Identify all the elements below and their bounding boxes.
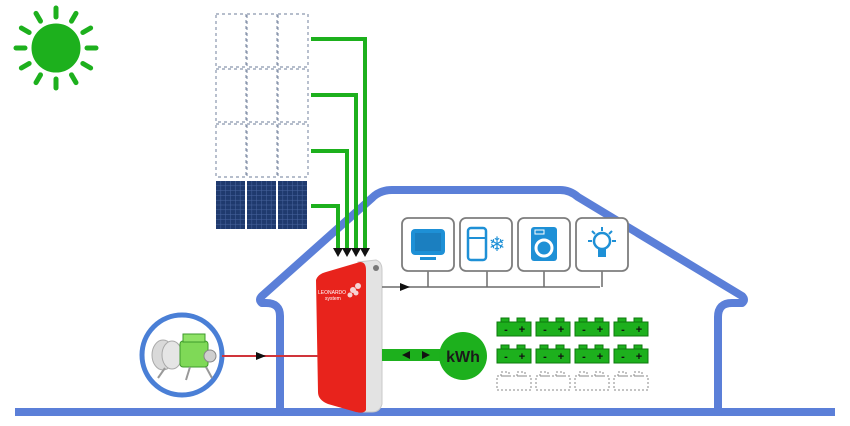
battery-minus: - [504,324,508,336]
inverter-logo-icon [347,283,361,298]
solar-wire-1 [311,37,367,250]
meter-arrow-right [422,351,430,359]
appliance-panel: ❄ [401,217,629,272]
inverter-indicator [373,265,379,271]
battery-plus: + [558,324,564,336]
tv-icon [411,229,445,260]
solar-panel [247,181,276,229]
generator-arrow-head [256,352,266,360]
battery-minus: - [582,324,586,336]
arrow-head [351,248,361,257]
generator [139,312,225,398]
battery: -+ [496,344,532,364]
battery-plus: + [597,324,603,336]
meter-link [382,349,444,361]
light-bulb-icon [588,227,616,257]
arrow-head [360,248,370,257]
battery: -+ [574,344,610,364]
load-arrow-head [400,283,410,291]
meter-arrow-left [402,351,410,359]
planned-solar-panel [277,123,309,178]
fridge-icon: ❄ [466,226,506,262]
battery: -+ [535,344,571,364]
solar-panel [216,181,245,229]
sun-ray [18,25,32,35]
appliance-light-bulb [575,217,629,272]
inverter-brand: LEONARDO [318,290,346,296]
battery-plus: + [558,351,564,363]
load-bus [382,271,603,288]
battery-plus: + [636,351,642,363]
battery-minus: - [504,351,508,363]
planned-battery [613,371,649,391]
sun-icon [13,5,99,91]
sun-ray [33,72,43,86]
arrow-head [333,248,343,257]
planned-solar-panel [215,123,247,178]
house-outline [256,186,748,416]
sun-ray [69,10,79,24]
appliance-tv [401,217,455,272]
battery-minus: - [621,324,625,336]
ground-line [15,408,835,416]
kwh-meter [439,332,487,380]
battery: -+ [496,317,532,337]
battery: -+ [574,317,610,337]
planned-solar-panel [246,13,278,68]
planned-solar-panel [246,123,278,178]
planned-solar-panel [277,68,309,123]
planned-solar-panel [215,68,247,123]
sun-ray [80,61,94,71]
battery-minus: - [543,324,547,336]
sun-ray [18,61,32,71]
inverter-front [316,262,366,413]
sun-ray [69,72,79,86]
battery-minus: - [582,351,586,363]
planned-solar-panel [246,68,278,123]
battery-bank: -+-+-+-+-+-+-+-+ [496,317,649,391]
appliance-washing-machine [517,217,571,272]
battery-plus: + [519,351,525,363]
battery: -+ [613,344,649,364]
kwh-label: kWh [446,349,480,366]
svg-text:❄: ❄ [489,234,506,256]
battery-minus: - [543,351,547,363]
battery: -+ [613,317,649,337]
solar-wire-arrows [333,248,370,257]
planned-solar-panel [215,13,247,68]
solar-panel [278,181,307,229]
solar-wires [311,37,367,250]
planned-solar-panels [215,13,309,178]
sun-ray [33,10,43,24]
battery: -+ [535,317,571,337]
washing-machine-icon [531,227,557,261]
solar-wire-3 [311,149,349,250]
solar-wire-4 [311,204,340,250]
inverter: LEONARDO system [316,259,383,413]
planned-battery [496,371,532,391]
generator-icon [151,333,217,381]
installed-solar-panels [216,181,307,229]
battery-minus: - [621,351,625,363]
appliance-fridge-freezer: ❄ [459,217,513,272]
planned-solar-panel [277,13,309,68]
inverter-brand-sub: system [325,296,341,302]
arrow-head [342,248,352,257]
battery-plus: + [636,324,642,336]
planned-battery [574,371,610,391]
planned-battery [535,371,571,391]
solar-wire-2 [311,93,358,250]
battery-plus: + [519,324,525,336]
sun-ray [80,25,94,35]
battery-plus: + [597,351,603,363]
